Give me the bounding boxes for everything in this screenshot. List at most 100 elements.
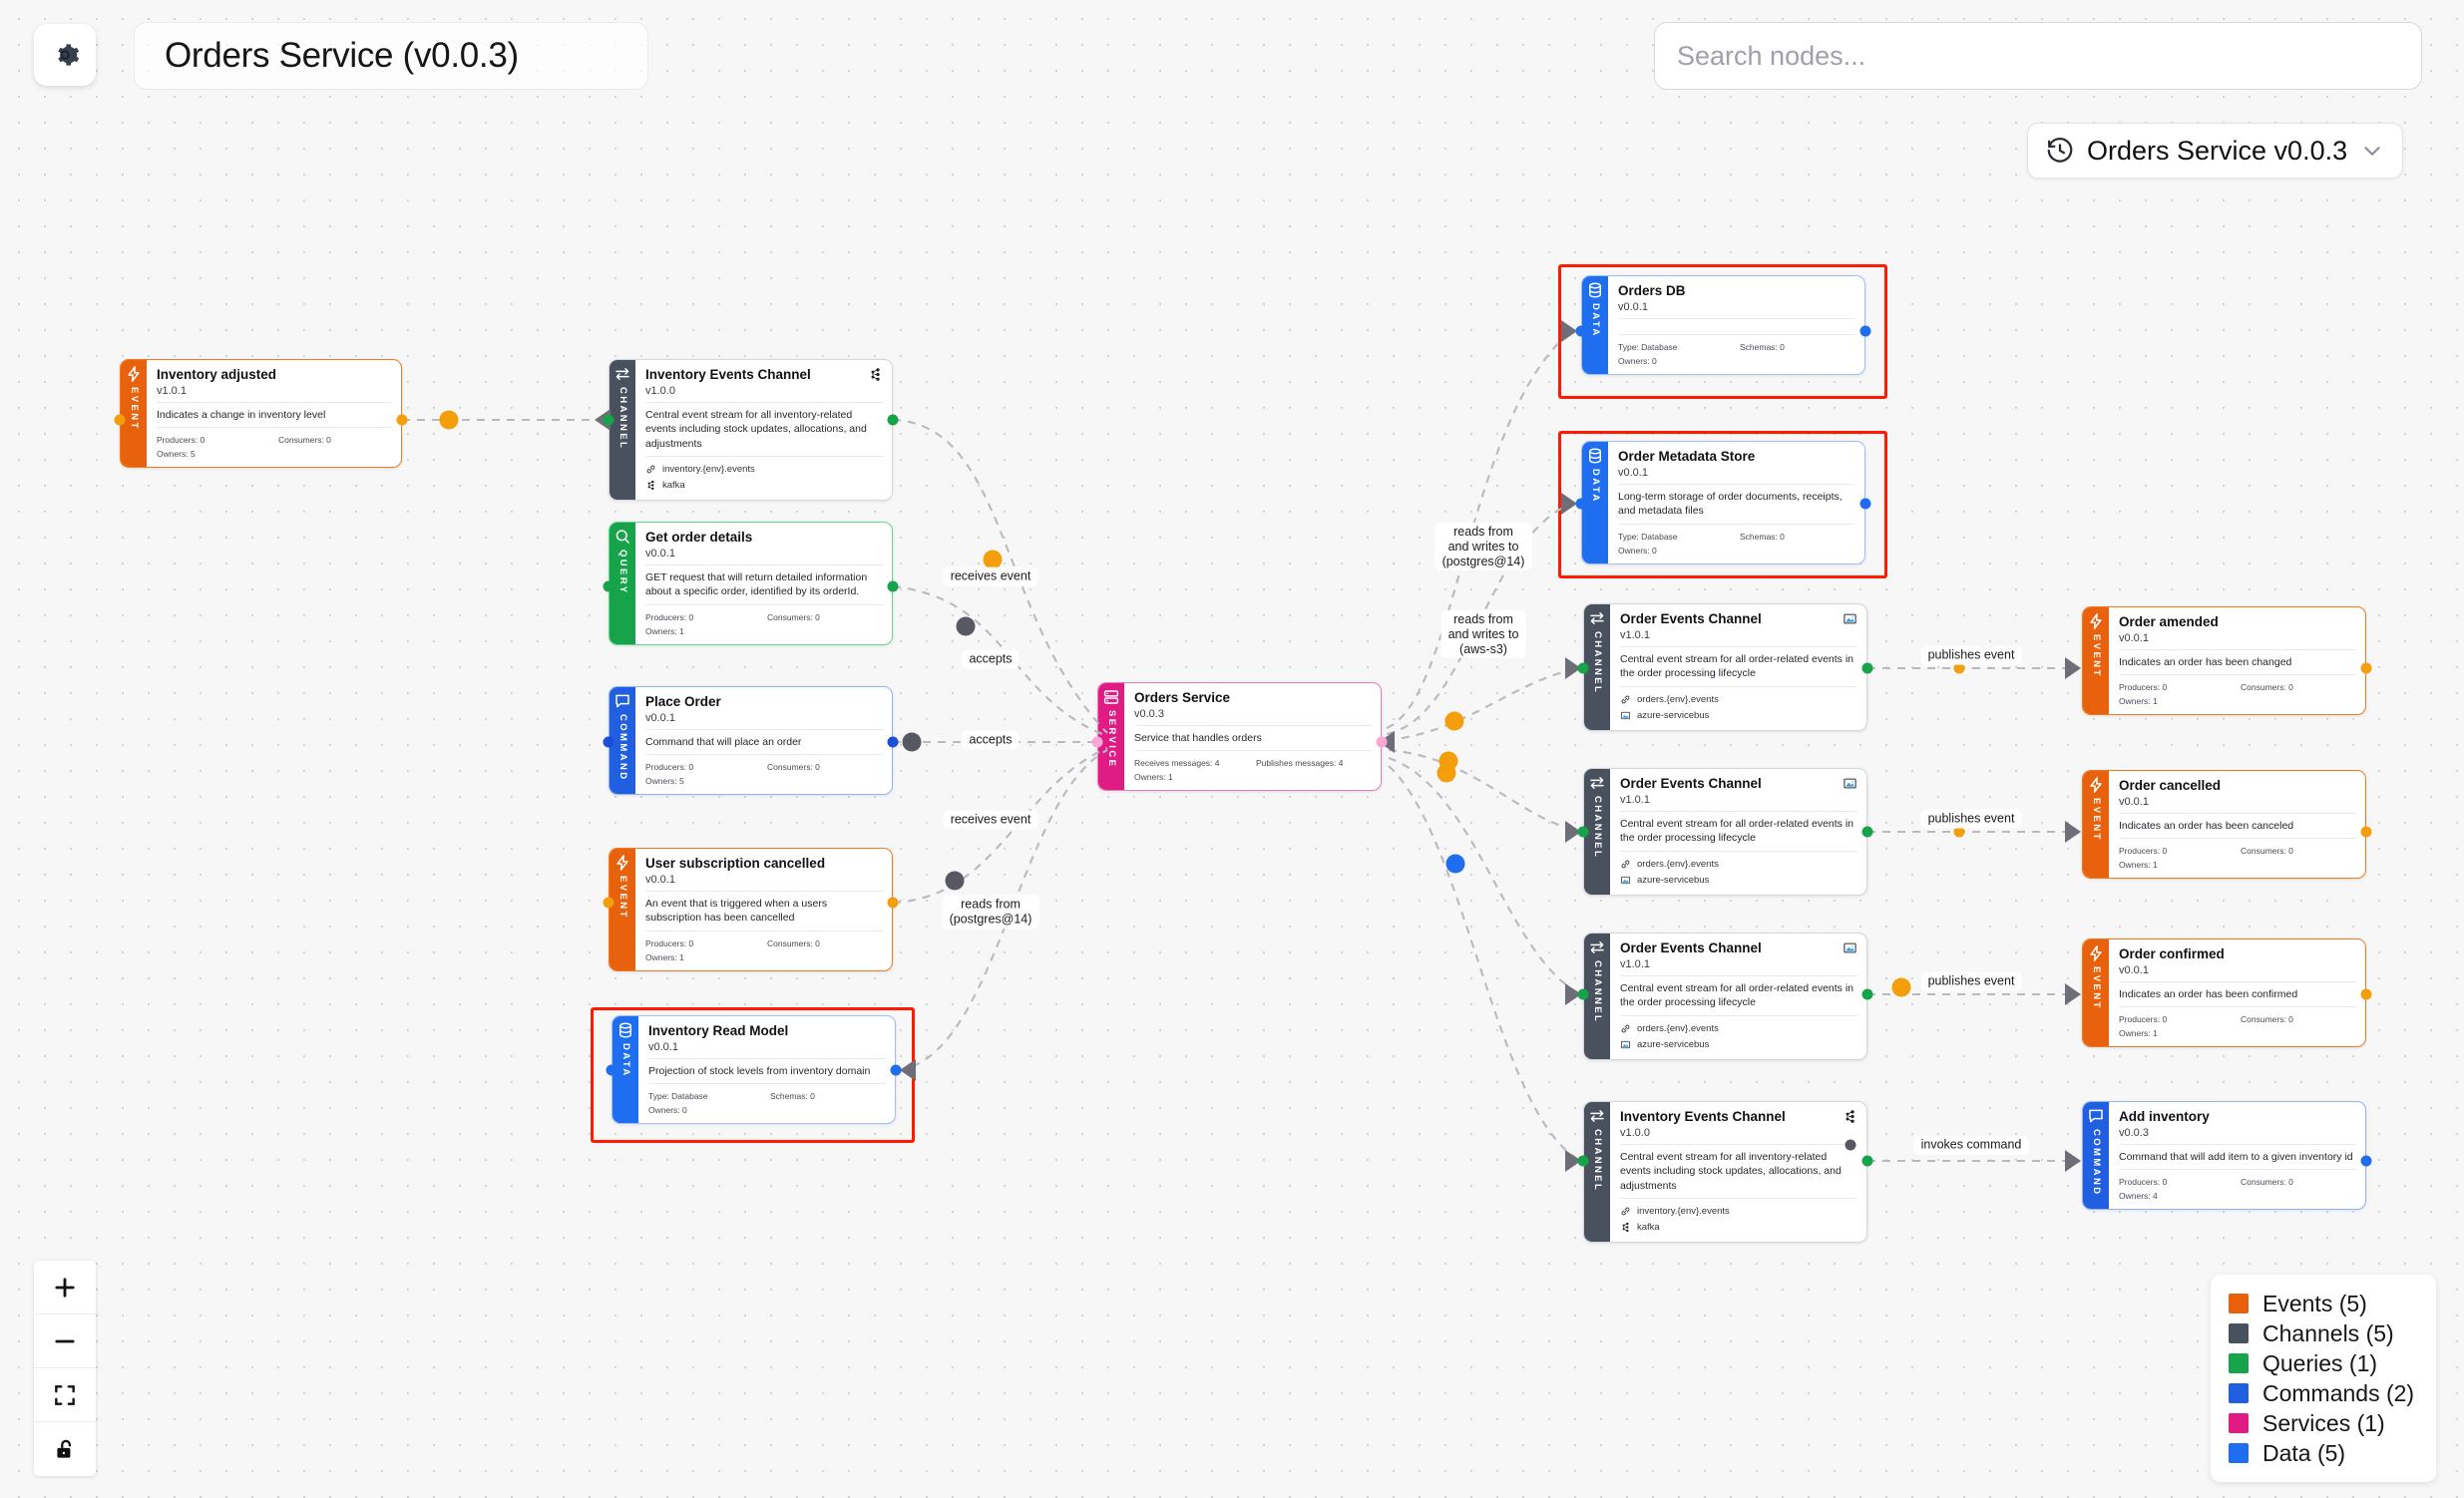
lock-button[interactable]	[34, 1422, 96, 1476]
node-type-label: CHANNEL	[1591, 631, 1603, 695]
node-order-amended[interactable]: EVENT Order amended v0.0.1 Indicates an …	[2082, 606, 2366, 716]
node-handle-right[interactable]	[1859, 325, 1871, 337]
edge-label-text: receives event	[950, 812, 1031, 827]
chip-protocol: kafka	[645, 478, 883, 494]
link-icon	[646, 465, 655, 474]
fit-view-button[interactable]	[34, 1368, 96, 1422]
node-handle-left[interactable]	[606, 1064, 617, 1076]
zoom-out-button[interactable]	[34, 1314, 96, 1368]
node-order-events-channel-3[interactable]: CHANNEL Order Events Channel v1.0.1 Cent…	[1583, 933, 1867, 1060]
node-handle-right[interactable]	[1861, 826, 1873, 838]
node-handle-left[interactable]	[1577, 1155, 1589, 1167]
canvas-controls[interactable]	[34, 1261, 96, 1476]
node-handle-left[interactable]	[1577, 662, 1589, 674]
edge-label-text: publishes event	[1927, 973, 2015, 988]
message-icon	[2089, 1109, 2103, 1123]
edge-waypoint	[945, 871, 965, 891]
node-body: Order Events Channel v1.0.1 Central even…	[1610, 604, 1866, 730]
node-get-order-details[interactable]: QUERY Get order details v0.0.1 GET reque…	[609, 522, 893, 645]
node-inventory-events-channel-right[interactable]: CHANNEL Inventory Events Channel v1.0.0 …	[1583, 1101, 1867, 1243]
edge-waypoint	[1891, 977, 1911, 997]
node-body: Inventory adjusted v1.0.1 Indicates a ch…	[147, 360, 401, 467]
zoom-in-button[interactable]	[34, 1261, 96, 1314]
node-handle-right[interactable]	[890, 1064, 902, 1076]
node-inventory-adjusted[interactable]: EVENT Inventory adjusted v1.0.1 Indicate…	[120, 359, 402, 469]
node-handle-left[interactable]	[603, 736, 615, 748]
node-handle-right[interactable]	[2360, 662, 2372, 674]
edge-label-line2: and writes to	[1447, 626, 1519, 641]
chip-label: inventory.{env}.events	[662, 463, 755, 475]
node-stripe: EVENT	[2083, 607, 2109, 715]
minus-icon	[55, 1339, 75, 1342]
meta-consumers: Consumers: 0	[2241, 846, 2293, 857]
node-handle-left[interactable]	[1577, 826, 1589, 838]
node-inventory-events-channel-left[interactable]: CHANNEL Inventory Events Channel v1.0.0 …	[609, 359, 893, 501]
node-handle-left[interactable]	[1577, 988, 1589, 1000]
node-handle-left[interactable]	[603, 897, 615, 909]
node-handle-left[interactable]	[114, 414, 126, 426]
node-orders-service[interactable]: SERVICE Orders Service v0.0.3 Service th…	[1097, 682, 1382, 792]
node-handle-left[interactable]	[1575, 498, 1587, 510]
node-handle-right[interactable]	[2360, 1155, 2372, 1167]
node-order-events-channel-1[interactable]: CHANNEL Order Events Channel v1.0.1 Cent…	[1583, 603, 1867, 731]
node-handle-right[interactable]	[1861, 988, 1873, 1000]
legend-label: Events (5)	[2262, 1290, 2367, 1316]
node-handle-right[interactable]	[887, 897, 899, 909]
node-handle-left[interactable]	[1091, 736, 1103, 748]
chip-label: azure-servicebus	[1637, 874, 1710, 886]
node-handle-left[interactable]	[603, 414, 615, 426]
meta-type: Type: Database	[1618, 342, 1678, 353]
chip-label: orders.{env}.events	[1637, 1022, 1719, 1034]
node-user-subscription-cancelled[interactable]: EVENT User subscription cancelled v0.0.1…	[609, 848, 893, 971]
node-version: v0.0.1	[648, 1041, 678, 1054]
node-description: Indicates a change in inventory level	[157, 402, 392, 422]
settings-button[interactable]	[34, 24, 96, 86]
node-order-metadata-store[interactable]: DATA Order Metadata Store v0.0.1 Long-te…	[1581, 441, 1865, 564]
node-handle-right[interactable]	[396, 414, 408, 426]
exchange-icon	[1590, 941, 1604, 953]
node-handle-left[interactable]	[603, 580, 615, 592]
node-inventory-read-model[interactable]: DATA Inventory Read Model v0.0.1 Project…	[612, 1015, 896, 1125]
edge-waypoint	[1845, 1139, 1856, 1151]
chip-protocol: kafka	[1620, 1220, 1857, 1236]
node-place-order[interactable]: COMMAND Place Order v0.0.1 Command that …	[609, 686, 893, 796]
node-handle-right[interactable]	[887, 736, 899, 748]
node-order-cancelled[interactable]: EVENT Order cancelled v0.0.1 Indicates a…	[2082, 770, 2366, 880]
meta-producers: Producers: 0	[645, 762, 694, 773]
meta-producers: Producers: 0	[2119, 682, 2168, 693]
node-version: v0.0.1	[645, 874, 675, 887]
node-handle-right[interactable]	[2360, 988, 2372, 1000]
azure-servicebus-icon	[1844, 778, 1856, 789]
edge-waypoint	[1438, 751, 1458, 771]
node-handle-right[interactable]	[1861, 662, 1873, 674]
node-handle-right[interactable]	[1376, 736, 1388, 748]
node-order-confirmed[interactable]: EVENT Order confirmed v0.0.1 Indicates a…	[2082, 938, 2366, 1048]
edge-label-text: accepts	[969, 732, 1013, 747]
node-stripe: DATA	[1582, 276, 1608, 375]
node-handle-right[interactable]	[887, 580, 899, 592]
node-version: v1.0.0	[1620, 1127, 1650, 1140]
node-order-events-channel-2[interactable]: CHANNEL Order Events Channel v1.0.1 Cent…	[1583, 768, 1867, 896]
meta-owners: Owners: 1	[2119, 1028, 2158, 1039]
meta-producers: Producers: 0	[2119, 846, 2168, 857]
chevron-down-icon[interactable]	[2359, 138, 2385, 164]
search-container[interactable]	[1654, 22, 2422, 90]
search-input[interactable]	[1677, 40, 2421, 72]
node-body: Add inventory v0.0.3 Command that will a…	[2109, 1102, 2365, 1209]
node-type-label: CHANNEL	[616, 387, 628, 451]
node-handle-right[interactable]	[1861, 1155, 1873, 1167]
node-description	[1618, 318, 1855, 329]
kafka-icon	[1622, 1223, 1629, 1233]
chip-label: azure-servicebus	[1637, 709, 1710, 721]
node-handle-right[interactable]	[2360, 826, 2372, 838]
version-selector[interactable]: Orders Service v0.0.3	[2027, 123, 2404, 179]
node-body: Order amended v0.0.1 Indicates an order …	[2109, 607, 2365, 714]
node-body: Inventory Read Model v0.0.1 Projection o…	[638, 1016, 895, 1123]
node-handle-left[interactable]	[1575, 325, 1587, 337]
node-body: Inventory Events Channel v1.0.0 Central …	[635, 360, 892, 500]
node-handle-right[interactable]	[1859, 498, 1871, 510]
node-handle-right[interactable]	[887, 414, 899, 426]
node-add-inventory[interactable]: COMMAND Add inventory v0.0.3 Command tha…	[2082, 1101, 2366, 1211]
